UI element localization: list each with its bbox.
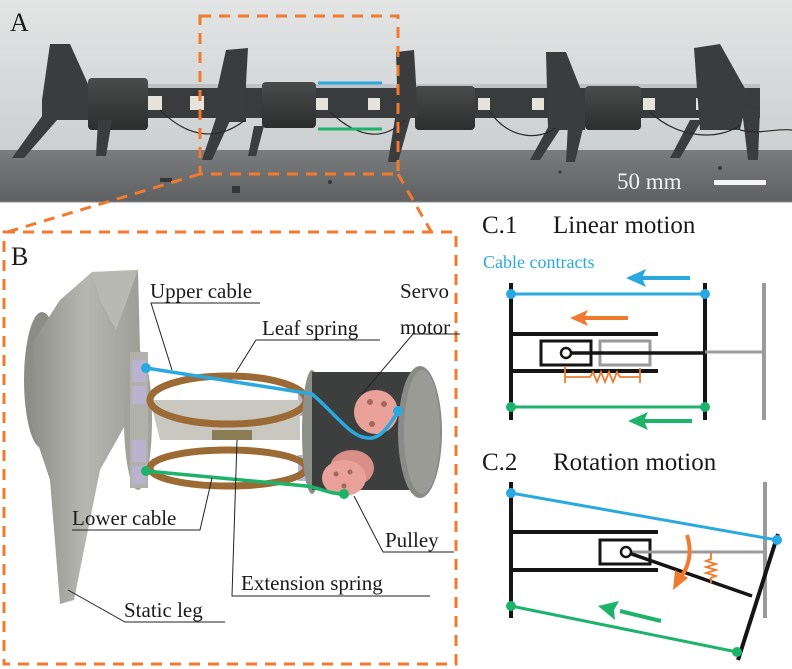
label-lower-cable: Lower cable [72, 506, 176, 530]
panel-c1-title: Linear motion [553, 212, 696, 239]
panel-c2-index: C.2 [482, 449, 517, 476]
label-servo-line2: motor [400, 315, 450, 339]
c2-lower-cable-arrow [598, 601, 619, 620]
label-pulley: Pulley [385, 528, 439, 552]
robot-photo [12, 44, 792, 162]
label-leaf-spring: Leaf spring [262, 316, 359, 340]
c2-extension-spring [702, 552, 720, 583]
panel-c2-title: Rotation motion [553, 449, 717, 476]
c1-slider-arrow [570, 310, 588, 326]
label-static-leg: Static leg [124, 598, 203, 622]
linear-motion-diagram [506, 269, 766, 430]
c2-lower-cable [510, 604, 738, 654]
upper-pulley [354, 390, 398, 434]
c2-rotation-arrow [673, 570, 688, 590]
panel-b-annotations [67, 302, 460, 623]
upper-cable [145, 366, 400, 440]
label-upper-cable: Upper cable [150, 279, 252, 303]
panel-a-letter: A [10, 8, 29, 37]
cable-contracts-annotation: Cable contracts [483, 252, 594, 272]
panel-a-photo: A 50 mm [0, 0, 792, 203]
panel-b-letter: B [11, 242, 28, 271]
module-render [24, 270, 442, 604]
c2-upper-cable [510, 491, 778, 542]
scale-bar [714, 180, 766, 185]
panel-c1-index: C.1 [482, 212, 517, 239]
lower-pulley [322, 460, 366, 496]
c1-lower-cable-arrow [628, 412, 648, 430]
zoom-region-box [198, 14, 400, 176]
c1-upper-cable-arrow [626, 269, 646, 287]
rotation-motion-diagram [506, 482, 782, 661]
panel-b-frame [2, 230, 458, 666]
static-leg [30, 270, 140, 604]
label-servo-line1: Servo [400, 279, 449, 303]
scale-bar-label: 50 mm [617, 169, 682, 194]
label-extension-spring: Extension spring [241, 571, 383, 595]
zoom-connector-left [3, 172, 201, 235]
c1-extension-spring [564, 366, 641, 385]
